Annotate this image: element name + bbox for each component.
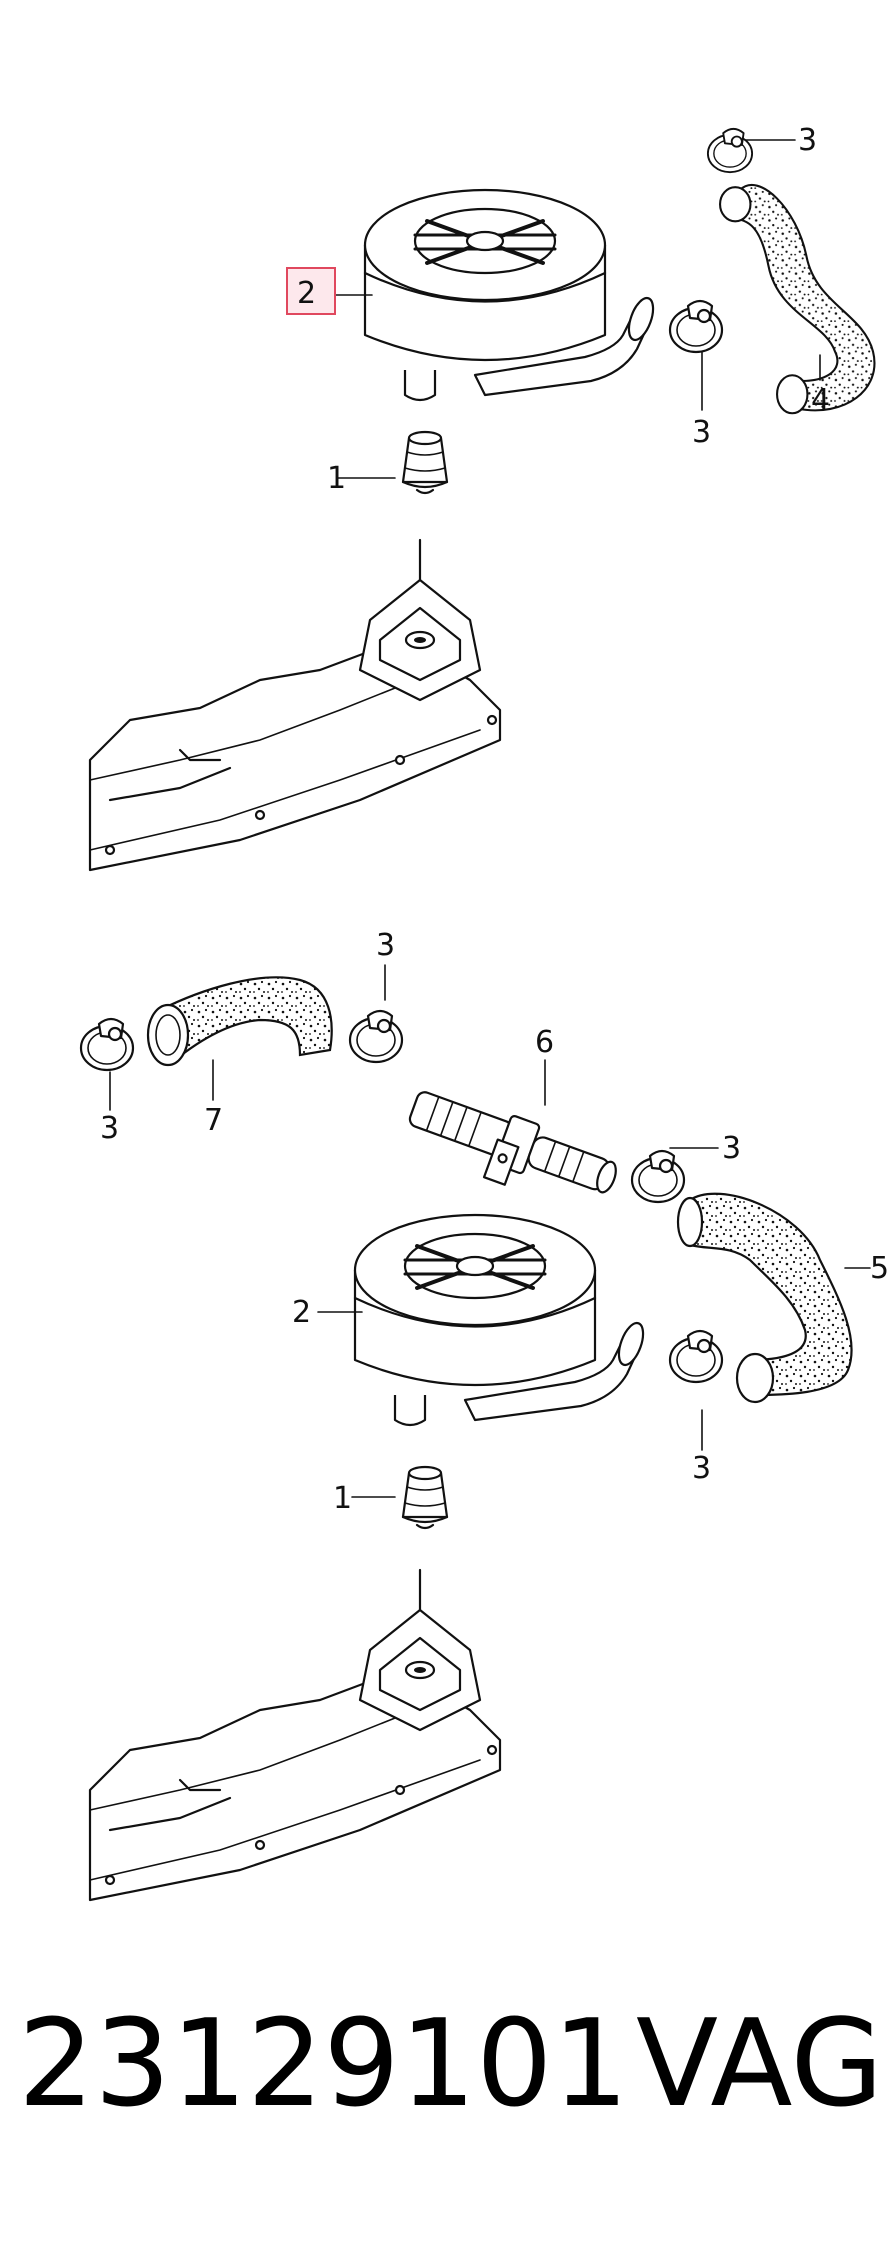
callout-5[interactable]: 5	[870, 1251, 889, 1286]
valve-cover-upper	[88, 538, 502, 872]
hose-clamp-lower-top	[348, 1009, 404, 1064]
brand-name: VAG	[636, 1995, 884, 2134]
highlight-box	[286, 267, 336, 315]
lower-assembly	[79, 976, 853, 1902]
callout-3-upper-top[interactable]: 3	[798, 123, 817, 158]
callout-2-lower[interactable]: 2	[292, 1295, 311, 1330]
elbow-hose-lower	[146, 976, 333, 1067]
hose-clamp-lower-bottom	[668, 1329, 724, 1384]
grommet-upper	[401, 430, 449, 495]
callout-3-lower-top[interactable]: 3	[376, 928, 395, 963]
callout-3-lower-left[interactable]: 3	[100, 1111, 119, 1146]
part-number: 23129101	[18, 1995, 629, 2134]
hose-clamp-upper-mid	[668, 299, 724, 354]
hose-clamp-lower-left	[79, 1017, 135, 1072]
callout-1-lower[interactable]: 1	[333, 1481, 352, 1516]
breather-housing-upper	[363, 188, 660, 402]
breather-hose-upper	[719, 183, 876, 415]
callout-4[interactable]: 4	[811, 383, 830, 418]
footer: 23129101 VAG	[0, 1990, 889, 2150]
callout-3-upper-mid[interactable]: 3	[692, 415, 711, 450]
hose-clamp-lower-right	[630, 1149, 686, 1204]
breather-hose-lower	[676, 1192, 853, 1404]
callout-labels: 2 1 3 3 4 3 3 7 6 3 5 2 3 1	[100, 123, 889, 1516]
callout-1-upper[interactable]: 1	[327, 461, 346, 496]
callout-6[interactable]: 6	[535, 1025, 554, 1060]
callout-2-upper[interactable]: 2	[297, 276, 316, 311]
callout-leader-lines	[109, 139, 871, 1498]
breather-housing-lower	[353, 1213, 650, 1427]
callout-7[interactable]: 7	[204, 1103, 223, 1138]
callout-3-lower-bottom[interactable]: 3	[692, 1451, 711, 1486]
hose-clamp-upper-top	[706, 127, 754, 174]
pcv-valve-lower	[408, 1091, 617, 1194]
callout-3-lower-right[interactable]: 3	[722, 1131, 741, 1166]
valve-cover-lower	[88, 1568, 502, 1902]
upper-assembly	[88, 127, 876, 872]
grommet-lower	[401, 1465, 449, 1530]
